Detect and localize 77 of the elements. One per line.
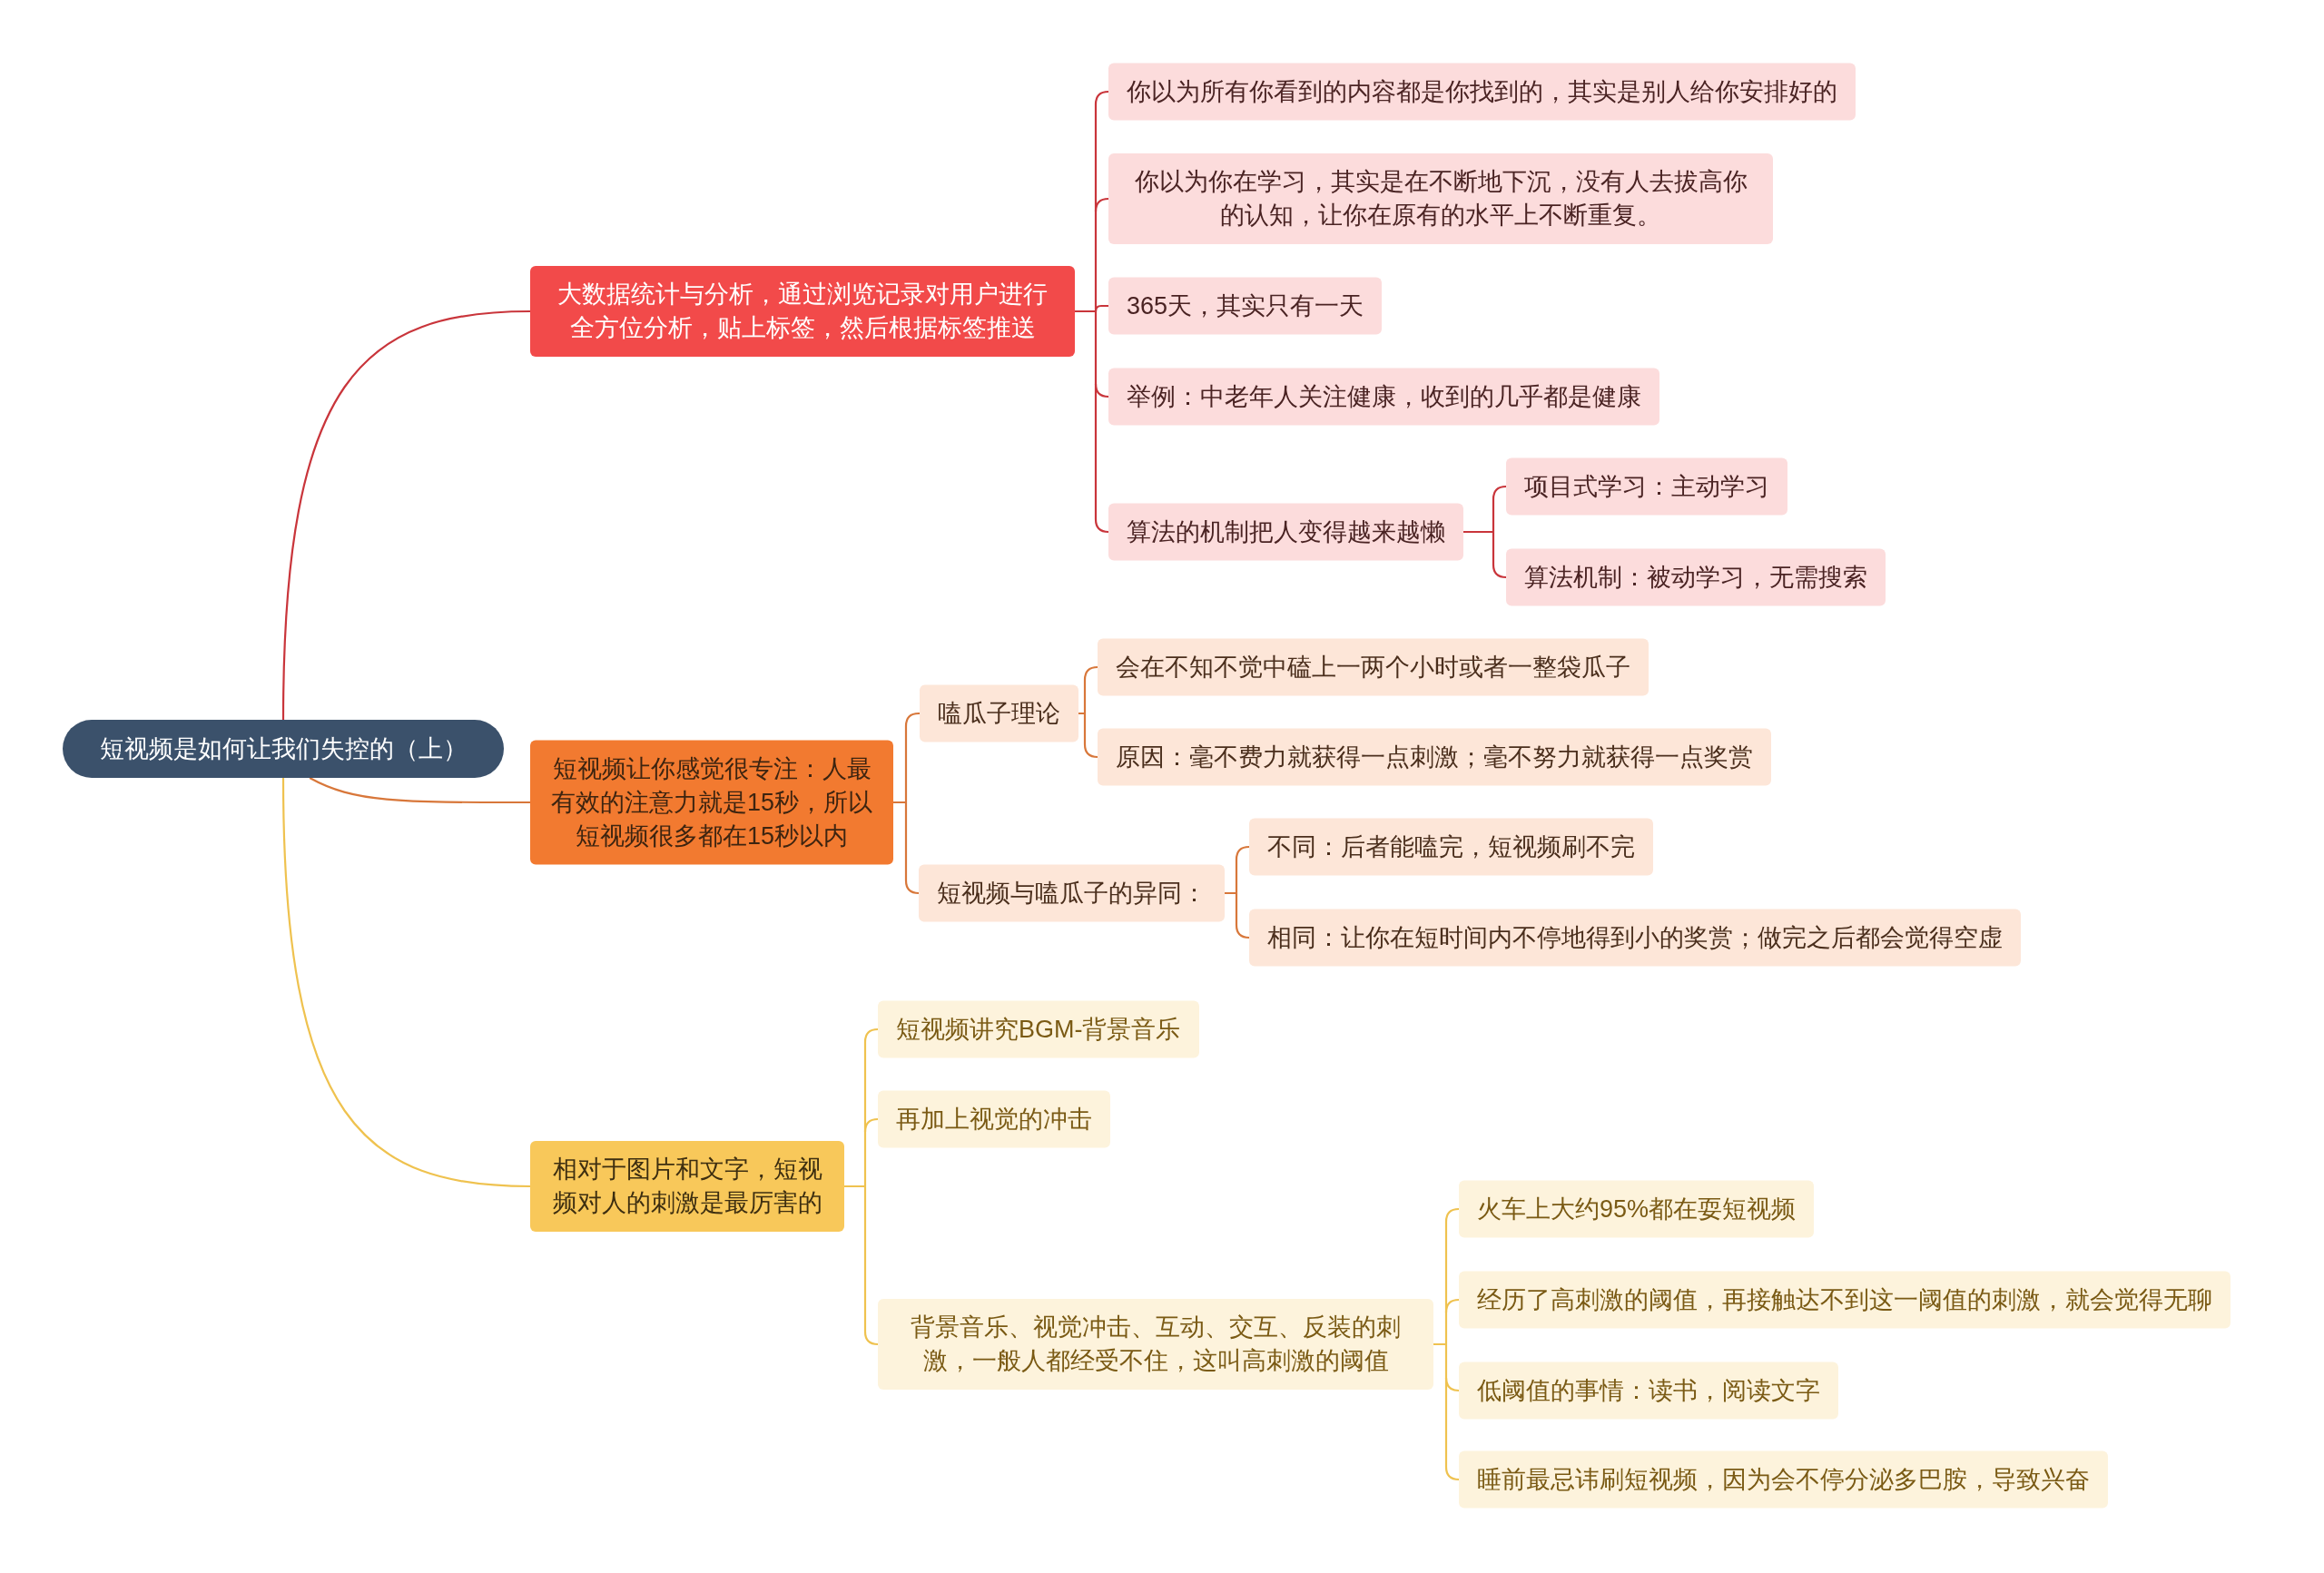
topic-text: 算法机制：被动学习，无需搜索 (1524, 562, 1867, 593)
subtopic-box (1459, 1362, 1838, 1420)
subtopic-box (878, 1000, 1199, 1058)
connector-line (904, 712, 921, 727)
topic-text: 你以为你在学习，其实是在不断地下沉，没有人去拔高你的认知，让你在原有的水平上不断重复。 (1133, 167, 1748, 231)
topic-text: 项目式学习：主动学习 (1524, 471, 1769, 502)
connector-line (1444, 1298, 1461, 1313)
main-topic (530, 740, 893, 865)
connector-line (863, 1027, 880, 1043)
connector-line (1444, 1466, 1461, 1481)
topic-text: 大数据统计与分析，通过浏览记录对用户进行全方位分析，贴上标签，然后根据标签推送 (556, 280, 1049, 343)
topic-text: 短视频是如何让我们失控的（上） (99, 733, 468, 764)
connector-line (842, 1040, 867, 1333)
connector-line (1444, 1207, 1461, 1223)
main-topic (530, 1141, 844, 1232)
subtopic-box (1459, 1180, 1815, 1238)
topic-text: 火车上大约95%都在耍短视频 (1477, 1194, 1797, 1224)
connector-line (1235, 845, 1251, 860)
topic-text: 算法的机制把人变得越来越懒 (1127, 516, 1445, 547)
subtopic-box (1098, 638, 1649, 696)
subtopic-box (1459, 1271, 2230, 1329)
subtopic-box (1098, 728, 1771, 786)
topic-text: 365天，其实只有一天 (1127, 290, 1364, 321)
subtopic-box (920, 684, 1078, 742)
connector-line (1094, 383, 1110, 398)
subtopic-box (1459, 1450, 2108, 1509)
topic-text: 再加上视觉的冲击 (896, 1104, 1092, 1135)
connector-line (281, 310, 531, 721)
connector-line (1444, 1377, 1461, 1392)
subtopic-box (1108, 368, 1659, 426)
connector-line (863, 1117, 880, 1133)
connector-line (1094, 90, 1110, 105)
topic-text: 你以为所有你看到的内容都是你找到的，其实是别人给你安排好的 (1127, 76, 1837, 107)
connector-line (1432, 1220, 1448, 1469)
connector-line (1083, 743, 1099, 759)
topic-text: 举例：中老年人关注健康，收到的几乎都是健康 (1127, 381, 1641, 412)
subtopic-box (919, 864, 1225, 922)
topic-text: 低阈值的事情：读书，阅读文字 (1477, 1375, 1820, 1406)
subtopic-box (878, 1090, 1110, 1148)
topic-text: 嗑瓜子理论 (938, 698, 1060, 729)
topic-text: 短视频与嗑瓜子的异同： (937, 878, 1206, 909)
connector-line (863, 1331, 880, 1346)
connector-line (904, 880, 921, 895)
connector-line (891, 724, 908, 882)
connector-line (309, 777, 530, 804)
connector-line (1073, 103, 1098, 521)
topic-text: 会在不知不觉中磕上一两个小时或者一整袋瓜子 (1116, 652, 1630, 683)
subtopic-box (1108, 63, 1856, 121)
subtopic-box (878, 1299, 1433, 1390)
connector-line (1077, 678, 1087, 746)
subtopic-box (1506, 457, 1787, 516)
topic-text: 原因：毫不费力就获得一点刺激；毫不努力就获得一点奖赏 (1116, 742, 1753, 772)
topic-text: 相同：让你在短时间内不停地得到小的奖赏；做完之后都会觉得空虚 (1267, 922, 2003, 953)
connector-line (1492, 564, 1508, 579)
topic-text: 短视频让你感觉很专注：人最有效的注意力就是15秒，所以短视频很多都在15秒以内 (549, 753, 873, 851)
main-topic (530, 266, 1075, 357)
connector-line (1223, 858, 1238, 927)
connector-line (1094, 518, 1110, 534)
topic-text: 经历了高刺激的阈值，再接触达不到这一阈值的刺激，就会觉得无聊 (1477, 1284, 2212, 1315)
connector-line (1094, 197, 1110, 212)
topic-text: 相对于图片和文字，短视频对人的刺激是最厉害的 (551, 1155, 823, 1218)
connector-line (1462, 497, 1495, 566)
subtopic-box (1108, 503, 1463, 561)
subtopic-box (1249, 909, 2021, 967)
subtopic-box (1506, 548, 1886, 606)
subtopic-box (1108, 277, 1383, 335)
connector-line (1083, 665, 1099, 681)
connector-line (1235, 924, 1251, 939)
connector-line (1492, 485, 1508, 500)
topic-text: 睡前最忌讳刷短视频，因为会不停分泌多巴胺，导致兴奋 (1477, 1464, 2090, 1495)
topic-text: 背景音乐、视觉冲击、互动、交互、反装的刺激，一般人都经受不住，这叫高刺激的阈值 (910, 1312, 1402, 1376)
topic-text: 短视频讲究BGM-背景音乐 (896, 1014, 1181, 1045)
topic-text: 不同：后者能嗑完，短视频刷不完 (1267, 831, 1635, 862)
subtopic-box (1249, 818, 1653, 876)
subtopic-box (1108, 153, 1773, 244)
connector-line (281, 777, 531, 1188)
connector-line (1094, 304, 1108, 312)
